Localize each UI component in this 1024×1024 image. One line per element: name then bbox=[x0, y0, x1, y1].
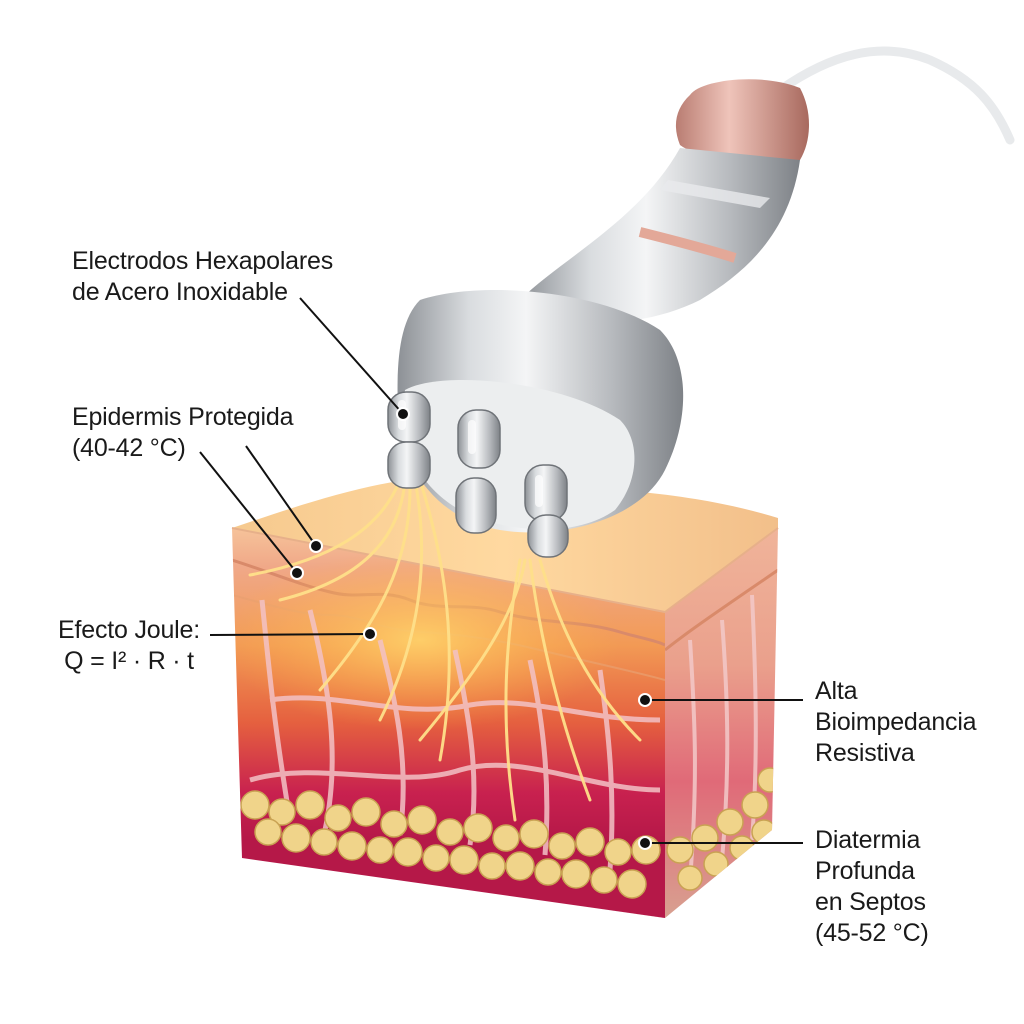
label-joule-effect: Efecto Joule: Q = I² · R · t bbox=[54, 615, 204, 677]
label-epidermis-line-1: Epidermis Protegida bbox=[72, 403, 294, 431]
label-epidermis: Epidermis Protegida (40-42 °C) bbox=[72, 402, 294, 464]
label-joule-formula: Q = I² · R · t bbox=[64, 647, 194, 675]
label-bioimpedance: Alta Bioimpedancia Resistiva bbox=[815, 676, 977, 769]
label-bioimpedance-line-2: Bioimpedancia bbox=[815, 708, 977, 736]
label-diathermy-line-4: (45-52 °C) bbox=[815, 919, 929, 947]
label-epidermis-line-2: (40-42 °C) bbox=[72, 434, 186, 462]
label-joule-line-1: Efecto Joule: bbox=[58, 616, 200, 644]
label-diathermy: Diatermia Profunda en Septos (45-52 °C) bbox=[815, 825, 929, 949]
label-diathermy-line-3: en Septos bbox=[815, 888, 926, 916]
label-electrodes: Electrodos Hexapolares de Acero Inoxidab… bbox=[72, 246, 333, 308]
label-bioimpedance-line-3: Resistiva bbox=[815, 739, 915, 767]
label-bioimpedance-line-1: Alta bbox=[815, 677, 858, 705]
label-diathermy-line-1: Diatermia bbox=[815, 826, 921, 854]
label-diathermy-line-2: Profunda bbox=[815, 857, 915, 885]
label-electrodes-line-1: Electrodos Hexapolares bbox=[72, 247, 334, 275]
leader-lines bbox=[199, 297, 803, 844]
rf-current-streaks bbox=[248, 478, 642, 822]
skin-cross-section-icon bbox=[231, 475, 779, 918]
callout-dots bbox=[290, 407, 652, 850]
label-electrodes-line-2: de Acero Inoxidable bbox=[72, 278, 288, 306]
radiofrequency-handpiece-icon bbox=[387, 46, 1015, 558]
